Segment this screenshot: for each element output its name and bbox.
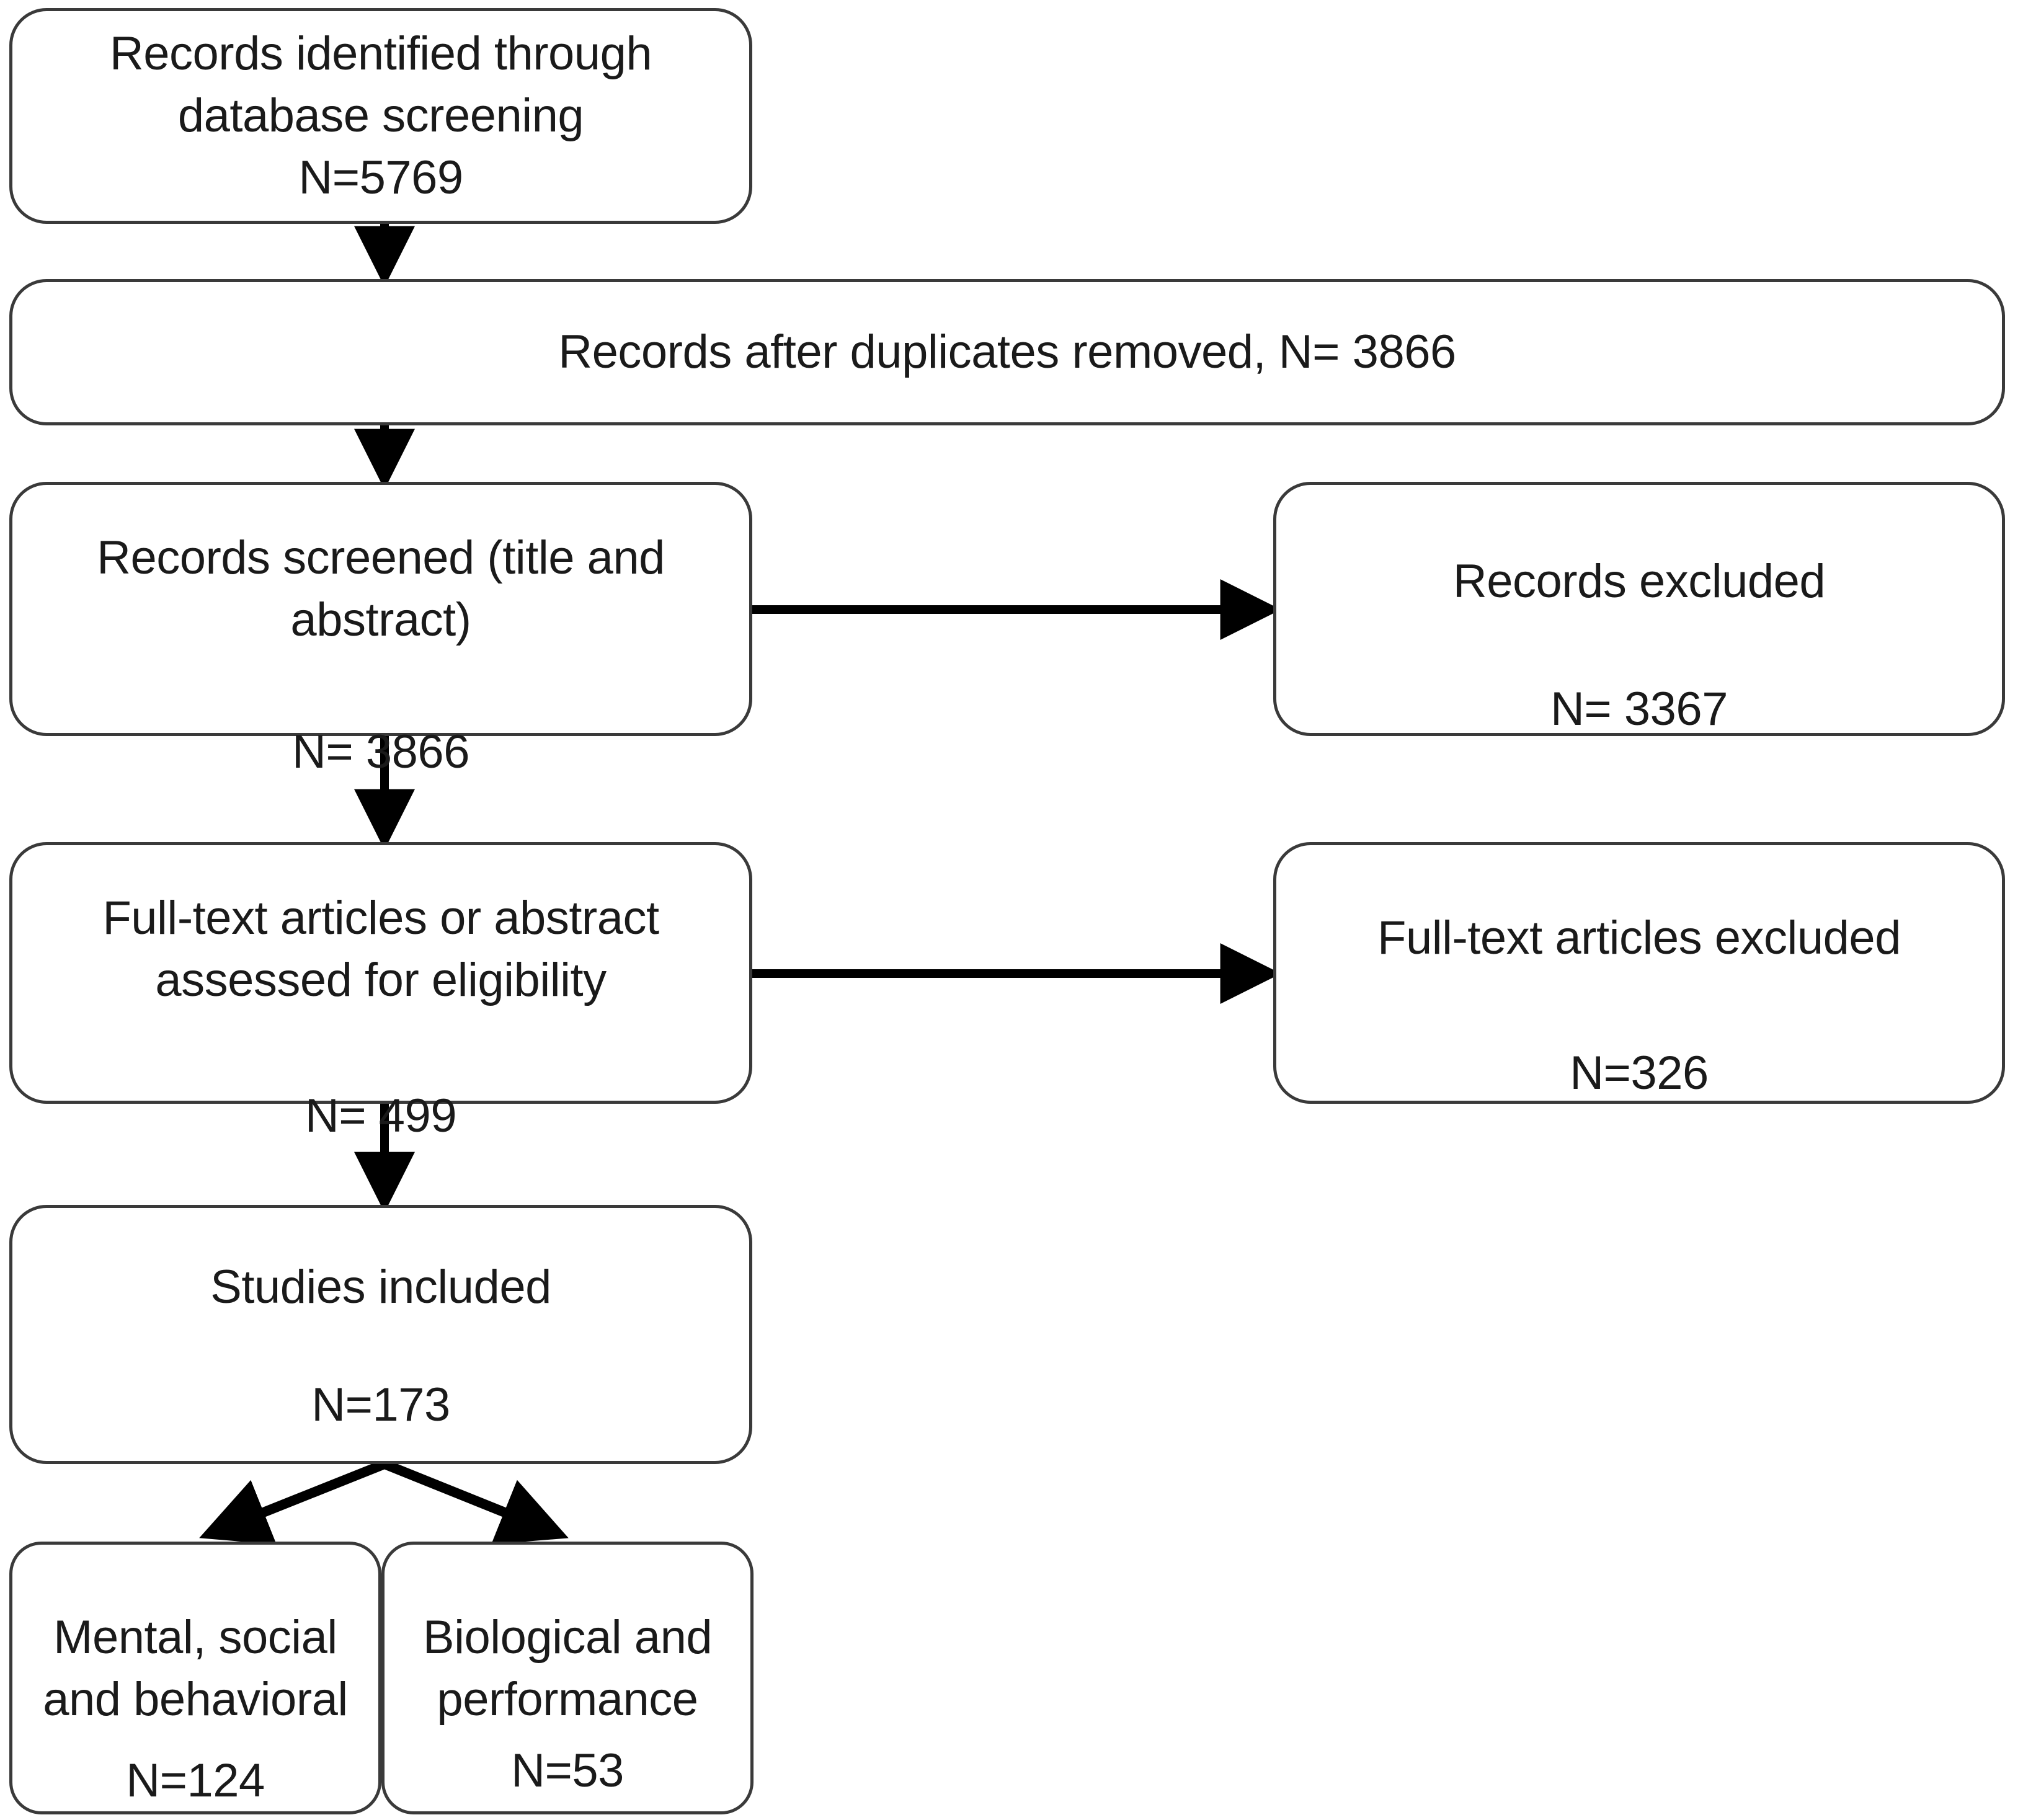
node-title: Records after duplicates removed, N= 386… [558, 325, 1456, 378]
node-count: N=53 [511, 1744, 624, 1797]
node-title: Records identified through database scre… [109, 27, 652, 142]
node-count: N= 3866 [292, 725, 469, 778]
node-title: Studies included [210, 1261, 551, 1313]
node-records-after-duplicates-removed: Records after duplicates removed, N= 386… [9, 279, 2005, 425]
node-biological-performance: Biological and performance N=53 [381, 1542, 754, 1814]
node-fulltext-articles-excluded: Full-text articles excluded N=326 [1273, 842, 2005, 1104]
arrow-included-to-biological [383, 1459, 569, 1545]
node-title: Mental, social and behavioral [43, 1611, 348, 1726]
node-records-identified: Records identified through database scre… [9, 8, 752, 224]
node-count: N=326 [1570, 1047, 1709, 1100]
node-records-excluded: Records excluded N= 3367 [1273, 482, 2005, 736]
node-mental-social-behavioral: Mental, social and behavioral N=124 [9, 1542, 381, 1814]
node-title: Biological and performance [422, 1611, 713, 1726]
node-studies-included: Studies included N=173 [9, 1205, 752, 1464]
node-count: N= 3367 [1550, 683, 1728, 736]
node-title: Full-text articles or abstract assessed … [102, 892, 659, 1007]
node-count: N= 499 [305, 1089, 457, 1142]
node-records-screened: Records screened (title and abstract) N=… [9, 482, 752, 778]
node-count: N=124 [126, 1754, 265, 1807]
node-count: N=5769 [298, 151, 463, 205]
arrow-included-to-mental [199, 1459, 386, 1545]
node-title: Records excluded [1452, 555, 1826, 608]
node-fulltext-assessed: Full-text articles or abstract assessed … [9, 842, 752, 1142]
node-title: Records screened (title and abstract) [97, 531, 665, 647]
node-title: Full-text articles excluded [1377, 912, 1901, 964]
node-count: N=173 [311, 1378, 450, 1432]
